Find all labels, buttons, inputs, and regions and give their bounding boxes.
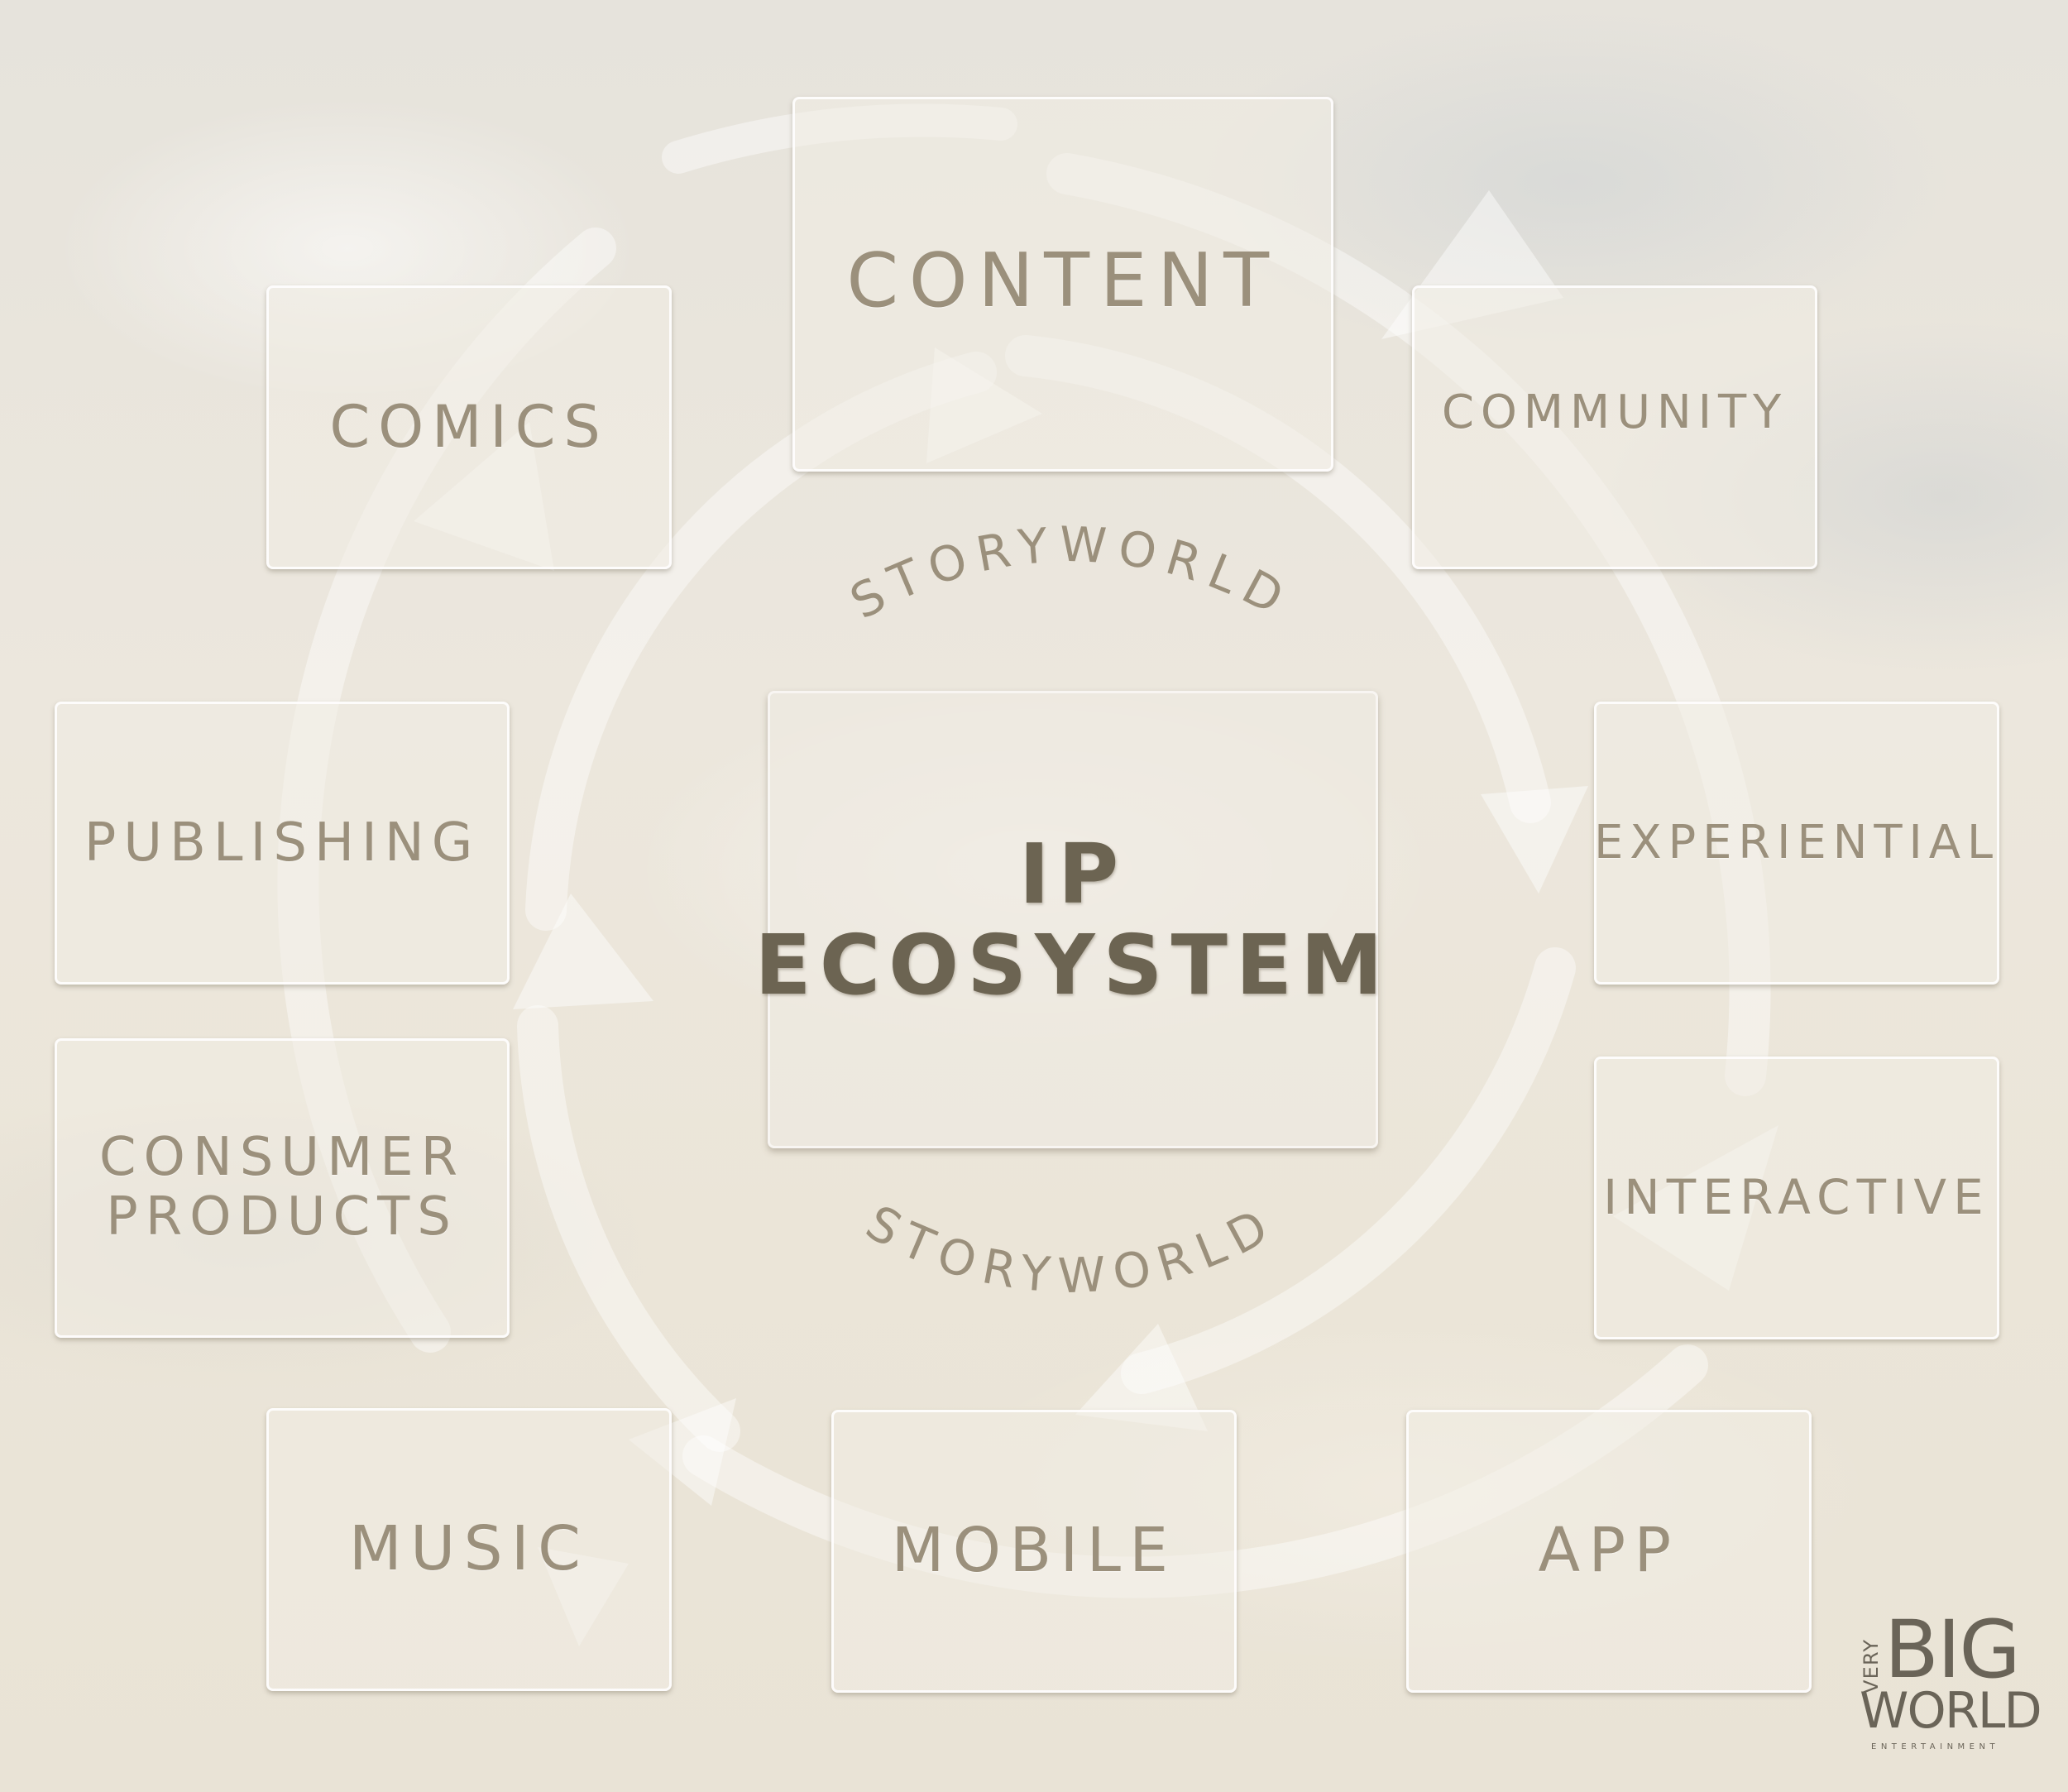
node-comics-label: COMICS — [329, 393, 609, 461]
node-mobile: MOBILE — [831, 1410, 1237, 1693]
node-content: CONTENT — [792, 97, 1333, 472]
logo-big: BIG — [1884, 1603, 2021, 1696]
node-mobile-label: MOBILE — [891, 1515, 1177, 1587]
node-music: MUSIC — [266, 1408, 672, 1691]
very-big-world-logo: VERY BIG WORLD ENTERTAINMENT — [1860, 1610, 2042, 1761]
node-app-label: APP — [1538, 1515, 1680, 1587]
node-consumer-products: CONSUMER PRODUCTS — [55, 1038, 510, 1338]
logo-entertainment: ENTERTAINMENT — [1871, 1742, 2000, 1751]
node-publishing-label: PUBLISHING — [84, 812, 481, 874]
arrowhead-experiential — [1481, 786, 1588, 894]
node-publishing: PUBLISHING — [55, 702, 510, 985]
node-consumer-products-line2: PRODUCTS — [106, 1186, 458, 1248]
inner-arrow-arc-left — [517, 1005, 740, 1452]
node-ip-ecosystem: IP ECOSYSTEM — [754, 691, 1383, 1148]
logo-world: WORLD — [1860, 1682, 2042, 1740]
node-comics: COMICS — [266, 285, 672, 569]
core-label-line1: IP — [1018, 825, 1127, 922]
arrowhead-music-inner — [629, 1398, 736, 1506]
node-interactive-label: INTERACTIVE — [1603, 1169, 1990, 1226]
node-experiential-label: EXPERIENTIAL — [1594, 816, 1999, 870]
node-music-label: MUSIC — [348, 1513, 590, 1585]
node-community: COMMUNITY — [1412, 285, 1817, 569]
arrowhead-publishing — [513, 894, 653, 1009]
node-consumer-products-line1: CONSUMER — [98, 1127, 466, 1189]
inner-arrow-arc-bottom — [1121, 947, 1576, 1394]
node-experiential: EXPERIENTIAL — [1594, 702, 1999, 985]
storyworld-label-bottom: STORYWORLD — [857, 1194, 1285, 1304]
node-content-label: CONTENT — [846, 237, 1280, 324]
node-interactive: INTERACTIVE — [1594, 1057, 1999, 1339]
node-community-label: COMMUNITY — [1441, 386, 1788, 439]
core-label-line2: ECOSYSTEM — [754, 916, 1391, 1013]
node-app: APP — [1406, 1410, 1812, 1693]
storyworld-label-top: STORYWORLD — [841, 516, 1301, 630]
arrowhead-mobile — [1075, 1324, 1208, 1431]
